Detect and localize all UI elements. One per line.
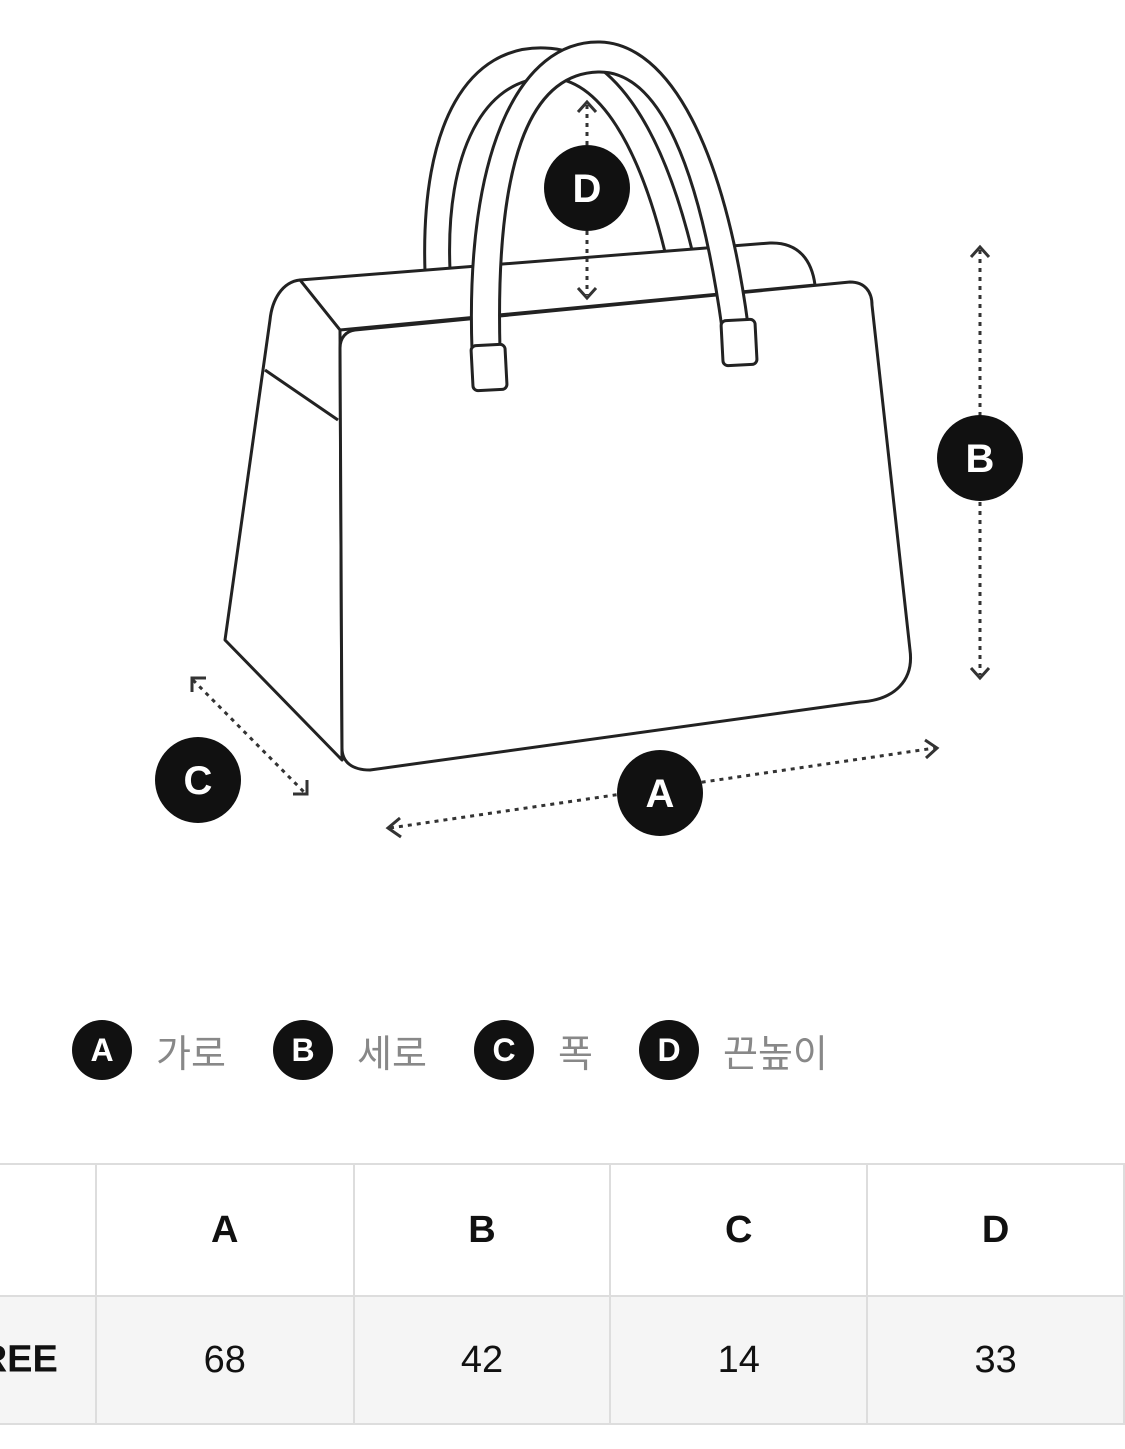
- table-header-row: A B C D: [0, 1163, 1125, 1297]
- legend-item-a: A 가로: [72, 1020, 226, 1080]
- value-cell-b: 42: [352, 1295, 612, 1425]
- legend-label: 폭: [558, 1033, 593, 1076]
- bag-size-diagram: D B A C: [155, 40, 1023, 839]
- bag-side: [223, 278, 344, 762]
- marker-c: C: [155, 737, 241, 823]
- table-row: FREE 68 42 14 33: [0, 1295, 1125, 1425]
- header-cell: [0, 1163, 97, 1297]
- legend-item-b: B 세로: [273, 1020, 427, 1080]
- legend-item-d: D 끈높이: [639, 1020, 828, 1080]
- header-cell-b: B: [352, 1163, 612, 1297]
- legend-item-c: C 폭: [474, 1020, 593, 1080]
- legend-badge: B: [273, 1020, 333, 1080]
- legend-badge: C: [474, 1020, 534, 1080]
- bag-front: [338, 280, 913, 772]
- legend-label: 세로: [357, 1033, 427, 1076]
- size-label: FREE: [0, 1338, 58, 1381]
- svg-text:C: C: [184, 759, 213, 803]
- header-cell-a: A: [94, 1163, 355, 1297]
- svg-text:D: D: [573, 167, 602, 211]
- value-cell-a: 68: [94, 1295, 355, 1425]
- marker-a: A: [617, 750, 703, 836]
- legend-label: 끈높이: [723, 1033, 828, 1076]
- svg-text:A: A: [646, 772, 675, 816]
- svg-text:B: B: [966, 437, 995, 481]
- value-cell-c: 14: [609, 1295, 869, 1425]
- legend-badge: A: [72, 1020, 132, 1080]
- header-cell-d: D: [866, 1163, 1125, 1297]
- legend-label: 가로: [156, 1033, 226, 1076]
- size-table: A B C D FREE 68 42 14 33: [0, 1163, 1125, 1425]
- marker-d: D: [544, 145, 630, 231]
- legend-badge: D: [639, 1020, 699, 1080]
- value-cell-d: 33: [866, 1295, 1125, 1425]
- marker-b: B: [937, 415, 1023, 501]
- size-cell: FREE: [0, 1295, 97, 1425]
- measurement-legend: A 가로 B 세로 C 폭 D 끈높이: [0, 1020, 1125, 1080]
- header-cell-c: C: [609, 1163, 869, 1297]
